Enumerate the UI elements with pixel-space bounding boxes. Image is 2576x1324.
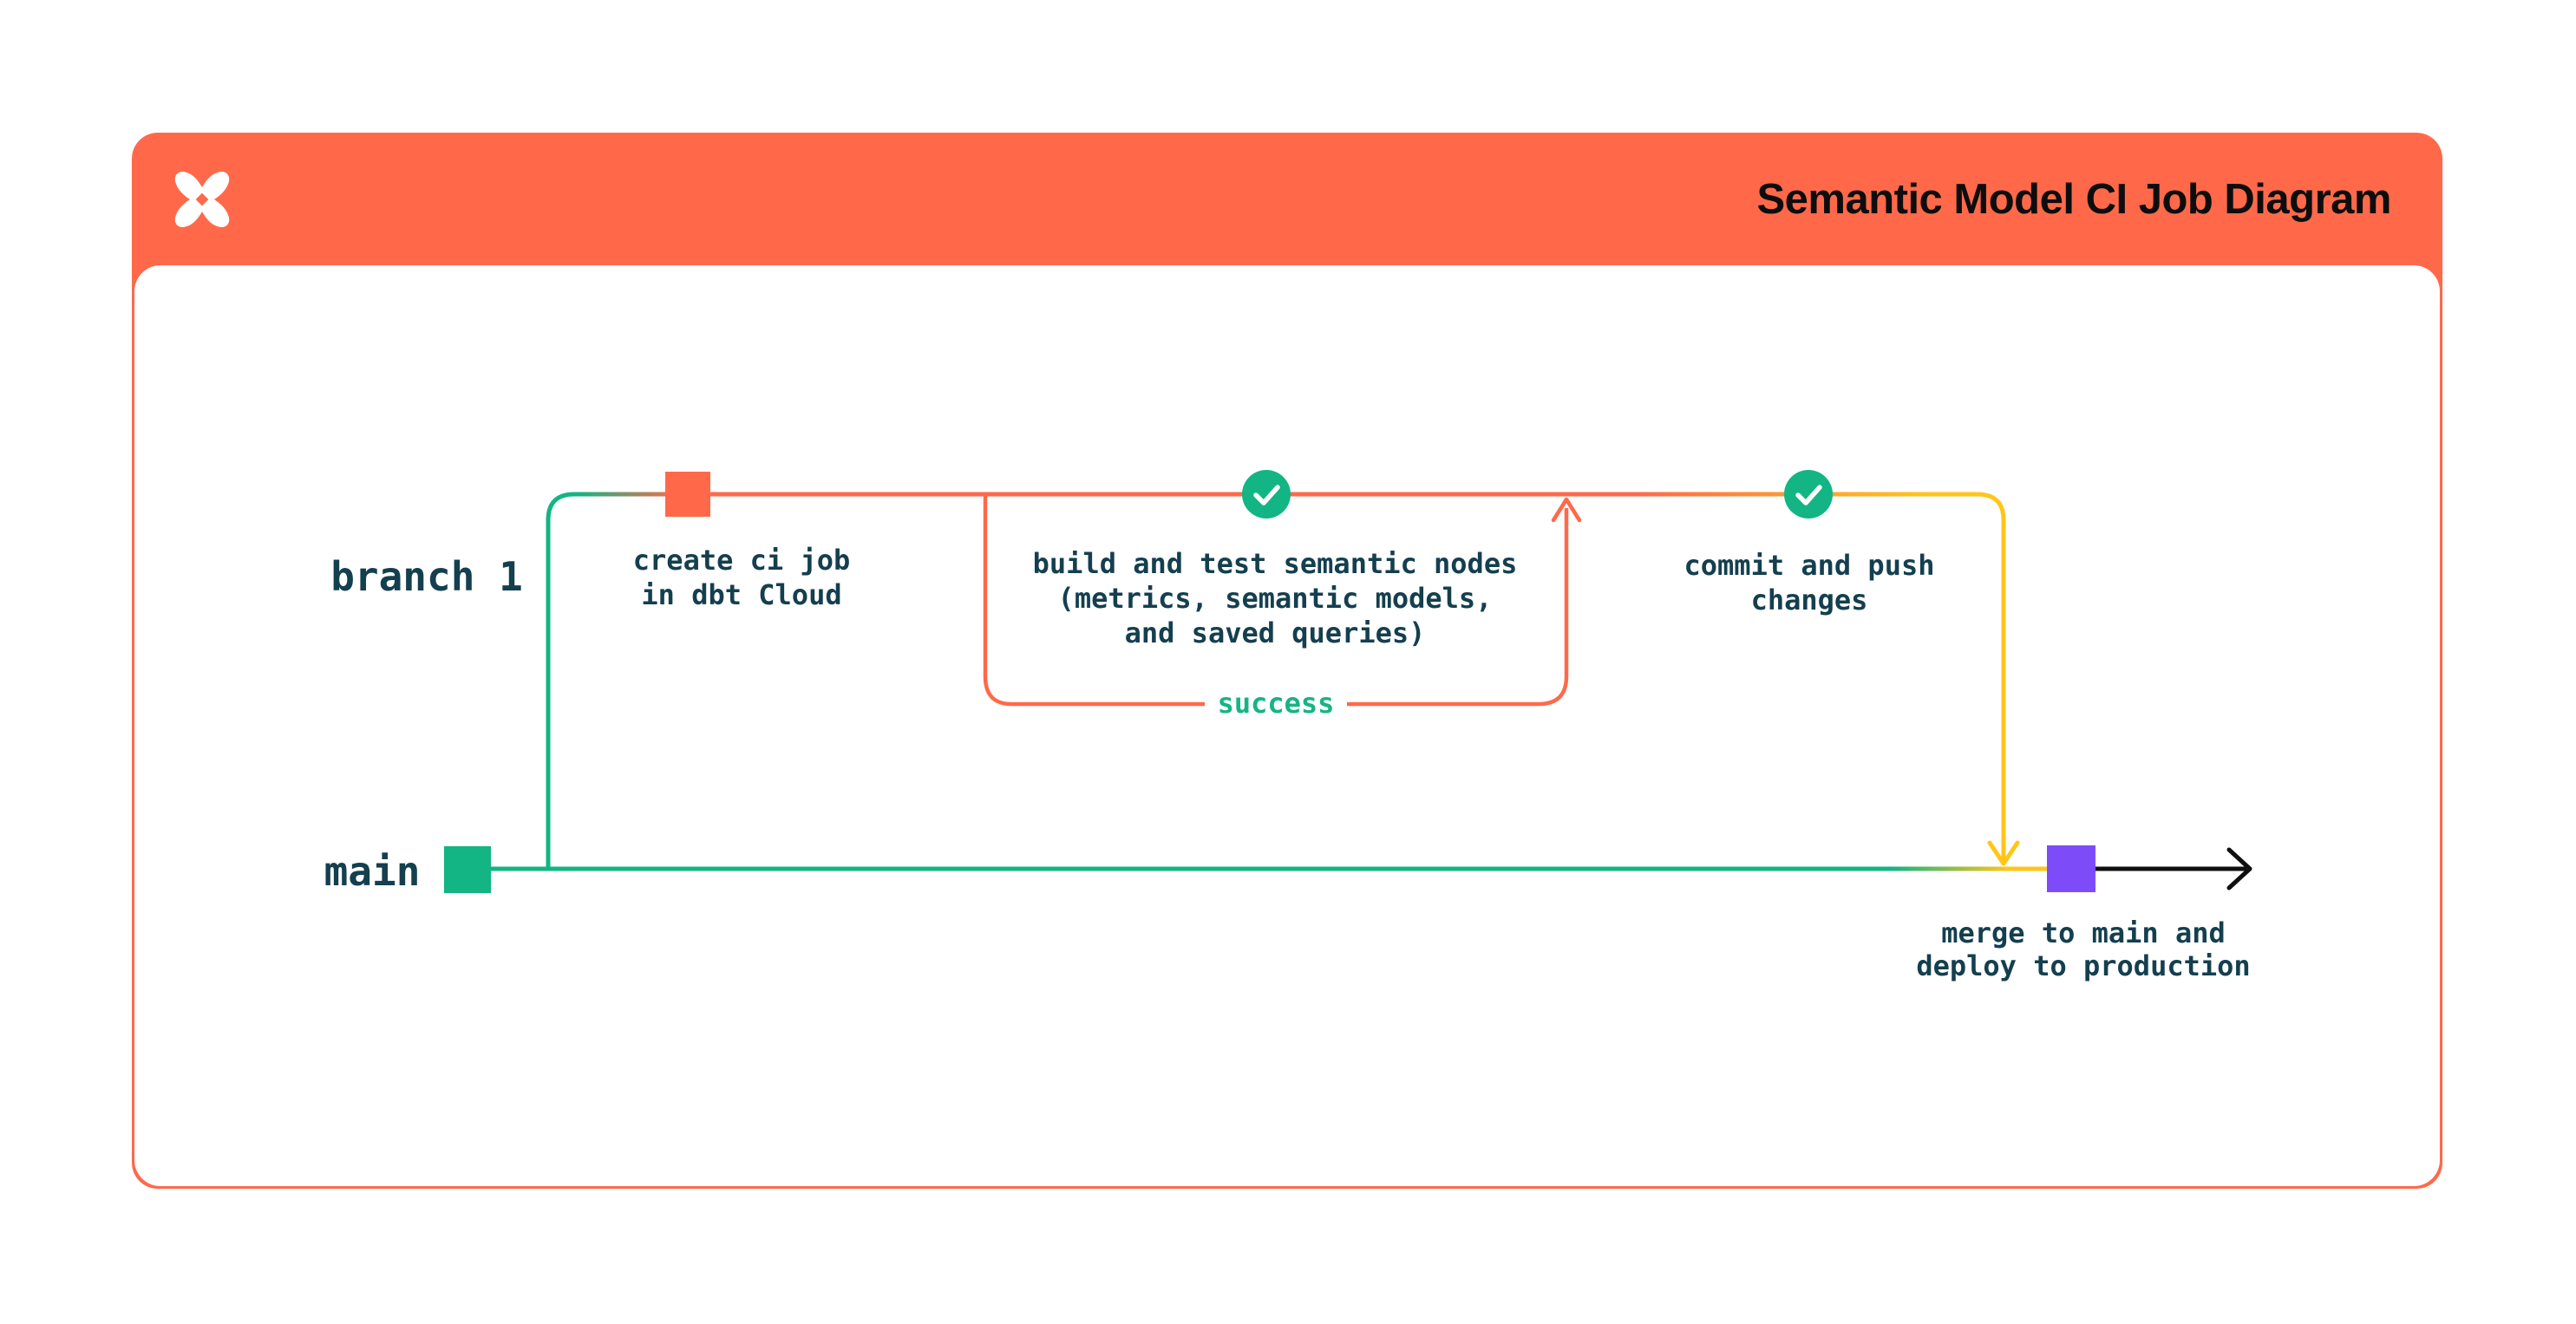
merge-deploy-text: merge to main and deploy to production: [1916, 916, 2251, 982]
card-header: Semantic Model CI Job Diagram: [132, 133, 2442, 265]
dbt-logo-icon: [174, 171, 230, 227]
create-ci-job-commit-square: [665, 472, 710, 517]
success-annotation: success: [1205, 687, 1347, 720]
check-icon: [1253, 485, 1280, 505]
page-title: Semantic Model CI Job Diagram: [1756, 175, 2391, 223]
check-icon: [1795, 485, 1822, 505]
card-body: [134, 265, 2440, 1186]
diagram-card: Semantic Model CI Job Diagram: [132, 133, 2442, 1189]
build-test-text: build and test semantic nodes (metrics, …: [1032, 547, 1518, 649]
commit-push-check-circle: [1784, 470, 1833, 519]
main-label: main: [324, 848, 421, 895]
branch1-label: branch 1: [330, 553, 523, 600]
build-test-check-circle: [1242, 470, 1291, 519]
commit-push-text: commit and push changes: [1684, 549, 1935, 616]
create-ci-job-text: create ci job in dbt Cloud: [632, 544, 851, 611]
main-start-commit-square: [444, 846, 491, 893]
merge-commit-square: [2047, 845, 2095, 892]
